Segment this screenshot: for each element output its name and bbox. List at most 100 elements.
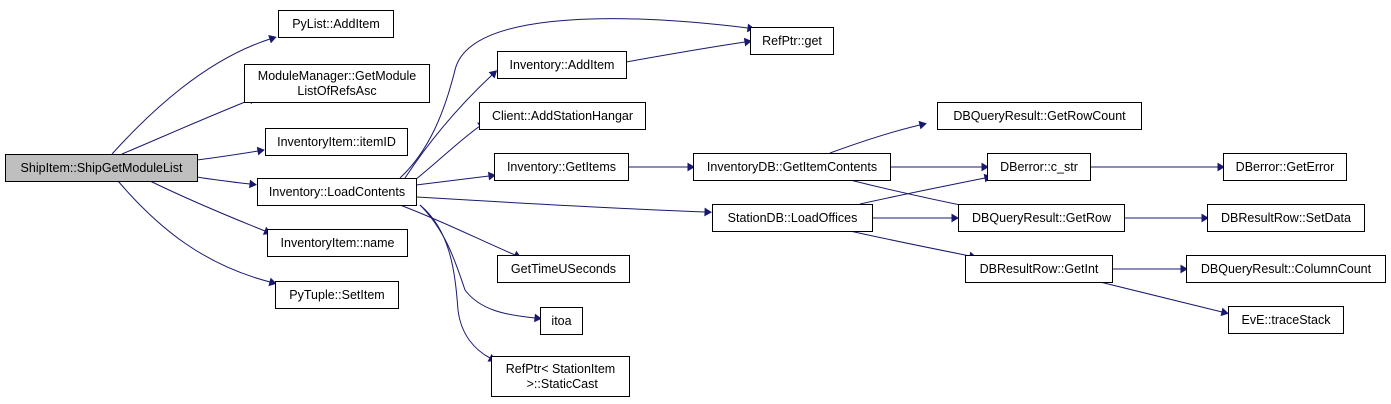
edge-arrowhead <box>1217 162 1225 172</box>
node-refget[interactable]: RefPtr::get <box>750 27 834 55</box>
edge-arrowhead <box>1220 307 1229 317</box>
edge-shipitem-invitemid <box>196 146 265 161</box>
edge-arrowhead <box>1201 213 1209 223</box>
edge-arrowhead <box>256 146 265 156</box>
node-loadoffices[interactable]: StationDB::LoadOffices <box>712 204 873 232</box>
edge-arrowhead <box>981 162 989 172</box>
node-box <box>987 153 1091 181</box>
node-setdata[interactable]: DBResultRow::SetData <box>1207 204 1365 232</box>
node-box <box>497 255 630 283</box>
node-getitemcontents[interactable]: InventoryDB::GetItemContents <box>693 153 891 181</box>
edge-arrowhead <box>704 207 712 217</box>
node-invitemid[interactable]: InventoryItem::itemID <box>265 128 408 156</box>
node-geterror[interactable]: DBerror::GetError <box>1223 153 1347 181</box>
node-getrow[interactable]: DBQueryResult::GetRow <box>958 204 1125 232</box>
edge-loadcontents-loadoffices <box>415 196 712 217</box>
node-pylist[interactable]: PyList::AddItem <box>278 10 394 38</box>
edge-line <box>111 38 271 155</box>
node-box <box>244 64 430 103</box>
node-loadcontents[interactable]: Inventory::LoadContents <box>257 178 417 206</box>
edge-arrowhead <box>951 213 959 223</box>
node-box <box>1207 204 1365 232</box>
edge-shipitem-invitemname <box>149 180 272 235</box>
edge-loadcontents-clientadd <box>414 121 486 181</box>
edge-line <box>415 175 490 186</box>
node-label: DBResultRow::GetInt <box>980 262 1099 276</box>
node-invadd[interactable]: Inventory::AddItem <box>497 51 627 79</box>
node-label: GetTimeUSeconds <box>511 262 616 276</box>
node-label: DBQueryResult::GetRowCount <box>953 109 1126 123</box>
node-box <box>540 307 583 335</box>
node-label: itoa <box>551 314 571 328</box>
node-box <box>1223 153 1347 181</box>
node-label: InventoryItem::name <box>281 236 395 250</box>
edge-arrowhead <box>687 162 695 172</box>
node-pytuple[interactable]: PyTuple::SetItem <box>275 281 399 309</box>
edge-cstr-geterror <box>1090 162 1225 172</box>
edge-arrowhead <box>487 171 496 181</box>
node-getrowcount[interactable]: DBQueryResult::GetRowCount <box>937 102 1142 130</box>
node-label: RefPtr::get <box>762 34 822 48</box>
node-label: PyList::AddItem <box>292 17 380 31</box>
node-invgetitems[interactable]: Inventory::GetItems <box>494 153 629 181</box>
node-columncount[interactable]: DBQueryResult::ColumnCount <box>1186 255 1386 283</box>
edge-line <box>399 204 516 256</box>
node-label: ListOfRefsAsc <box>297 84 376 98</box>
node-invitemname[interactable]: InventoryItem::name <box>267 229 408 257</box>
edge-getitemcontents-getrowcount <box>829 120 927 154</box>
edge-loadcontents-staticcast <box>419 204 497 362</box>
edge-shipitem-pytuple <box>117 180 277 287</box>
node-box <box>937 102 1142 130</box>
edge-line <box>117 180 271 283</box>
edge-line <box>196 150 259 161</box>
edge-line <box>859 177 986 205</box>
edge-shipitem-modmgr <box>121 96 257 155</box>
edge-loadcontents-itoa <box>419 204 542 323</box>
edge-line <box>419 204 491 359</box>
node-label: EvE::traceStack <box>1242 313 1332 327</box>
node-box <box>958 204 1125 232</box>
edge-line <box>1099 281 1223 313</box>
node-label: ModuleManager::GetModule <box>258 69 416 83</box>
node-label: PyTuple::SetItem <box>289 288 384 302</box>
node-label: InventoryItem::itemID <box>277 135 396 149</box>
edge-line <box>849 230 971 257</box>
edge-shipitem-pylist <box>111 34 277 155</box>
node-box <box>712 204 873 232</box>
node-staticcast[interactable]: RefPtr< StationItem >::StaticCast <box>491 356 630 397</box>
edge-line <box>829 124 921 154</box>
node-label: DBQueryResult::GetRow <box>972 211 1112 225</box>
node-label: >::StaticCast <box>523 377 598 391</box>
node-getint[interactable]: DBResultRow::GetInt <box>965 255 1113 283</box>
edge-line <box>625 41 746 63</box>
edge-arrowhead <box>268 34 277 44</box>
node-tracestack[interactable]: EvE::traceStack <box>1228 306 1344 334</box>
node-label: InventoryDB::GetItemContents <box>707 160 877 174</box>
edge-loadcontents-invadd <box>404 70 498 179</box>
edge-arrowhead <box>488 70 498 79</box>
edge-loadcontents-invgetitems <box>415 171 496 186</box>
node-label: RefPtr< StationItem <box>506 362 615 376</box>
node-cstr[interactable]: DBerror::c_str <box>987 153 1091 181</box>
node-box <box>257 178 417 206</box>
edge-line <box>149 180 266 232</box>
edge-getint-columncount <box>1112 264 1188 274</box>
node-itoa[interactable]: itoa <box>540 307 583 335</box>
node-box <box>275 281 399 309</box>
node-label: ShipItem::ShipGetModuleList <box>21 161 183 175</box>
edge-arrowhead <box>534 313 542 323</box>
node-label: StationDB::LoadOffices <box>728 211 858 225</box>
edge-shipitem-loadcontents <box>196 176 257 189</box>
node-shipitem[interactable]: ShipItem::ShipGetModuleList <box>5 154 198 182</box>
edge-getint-tracestack <box>1099 281 1229 317</box>
node-label: DBResultRow::SetData <box>1221 211 1351 225</box>
node-box <box>265 128 408 156</box>
edge-line <box>121 99 251 155</box>
edge-arrowhead <box>268 277 277 287</box>
node-gettime[interactable]: GetTimeUSeconds <box>497 255 630 283</box>
node-box <box>479 102 646 130</box>
node-clientadd[interactable]: Client::AddStationHangar <box>479 102 646 130</box>
node-label: DBerror::c_str <box>1000 160 1078 174</box>
